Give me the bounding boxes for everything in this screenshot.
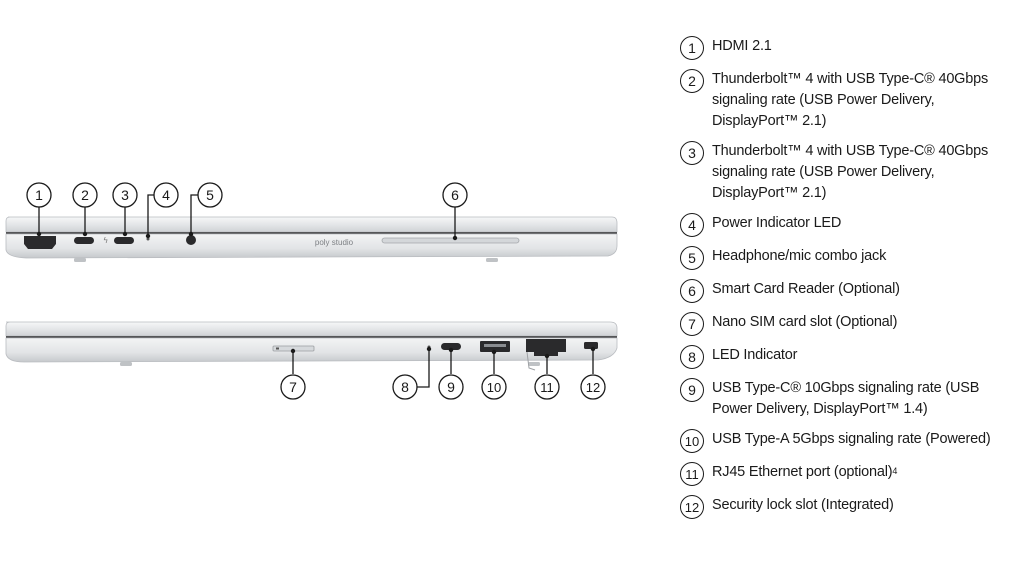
legend-number: 5: [680, 246, 704, 270]
usb-c-port: [441, 343, 461, 350]
legend-label: Security lock slot (Integrated): [712, 497, 894, 513]
left-base: [5, 233, 618, 259]
legend-number: 11: [680, 462, 704, 486]
callout-1: 1: [35, 187, 43, 203]
legend-number: 8: [680, 345, 704, 369]
legend-item-1: 1 HDMI 2.1: [676, 36, 1022, 60]
legend-item-4: 4 Power Indicator LED: [676, 213, 1022, 237]
legend-label: Smart Card Reader (Optional): [712, 281, 900, 297]
callout-7: 7: [289, 379, 297, 395]
legend-number: 1: [680, 36, 704, 60]
legend-item-3: 3 Thunderbolt™ 4 with USB Type-C® 40Gbps…: [676, 141, 1022, 204]
legend-number: 6: [680, 279, 704, 303]
thunderbolt-port-2: [114, 237, 134, 244]
callout-8: 8: [401, 379, 409, 395]
legend-label: Headphone/mic combo jack: [712, 248, 887, 264]
callout-circles: [26, 182, 606, 400]
hdmi-port: [24, 236, 56, 249]
legend-number: 7: [680, 312, 704, 336]
legend-label: Thunderbolt™ 4 with USB Type-C® 40Gbps s…: [712, 143, 989, 201]
legend-number: 12: [680, 495, 704, 519]
legend-label: USB Type-A 5Gbps signaling rate (Powered…: [712, 431, 991, 447]
callout-6: 6: [451, 187, 459, 203]
usb-a-tongue: [484, 344, 506, 347]
callout-9: 9: [447, 379, 455, 395]
legend-item-11: 11 RJ45 Ethernet port (optional)4: [676, 462, 1022, 486]
legend-label: RJ45 Ethernet port (optional)4: [712, 464, 898, 480]
legend-item-2: 2 Thunderbolt™ 4 with USB Type-C® 40Gbps…: [676, 69, 1022, 132]
port-legend: 1 HDMI 2.1 2 Thunderbolt™ 4 with USB Typ…: [676, 36, 1022, 528]
left-lid: [5, 216, 618, 233]
legend-label: USB Type-C® 10Gbps signaling rate (USB P…: [712, 380, 980, 417]
smart-card-slot: [381, 237, 520, 244]
legend-item-8: 8 LED Indicator: [676, 345, 1022, 369]
legend-number: 4: [680, 213, 704, 237]
legend-item-10: 10 USB Type-A 5Gbps signaling rate (Powe…: [676, 429, 1022, 453]
callout-4: 4: [162, 187, 170, 203]
audio-jack: [186, 235, 196, 245]
brand-label: poly studio: [315, 238, 354, 247]
callout-5: 5: [206, 187, 214, 203]
legend-label: LED Indicator: [712, 347, 798, 363]
legend-label: Thunderbolt™ 4 with USB Type-C® 40Gbps s…: [712, 71, 989, 129]
left-side-view: ϟ poly studio: [5, 216, 618, 262]
legend-item-9: 9 USB Type-C® 10Gbps signaling rate (USB…: [676, 378, 1022, 420]
thunderbolt-icon: ϟ: [103, 236, 108, 245]
right-foot-front: [120, 362, 132, 366]
legend-label: Nano SIM card slot (Optional): [712, 314, 898, 330]
sim-slot-pin: [276, 347, 279, 350]
legend-label: Power Indicator LED: [712, 215, 842, 231]
callouts: [38, 194, 594, 388]
callout-numbers: 1 2 3 4 5 6 7 8 9 10 11 12: [35, 187, 600, 395]
legend-item-6: 6 Smart Card Reader (Optional): [676, 279, 1022, 303]
callout-3: 3: [121, 187, 129, 203]
legend-item-7: 7 Nano SIM card slot (Optional): [676, 312, 1022, 336]
left-foot-front: [74, 258, 86, 262]
laptop-side-views-diagram: ϟ poly studio: [5, 182, 618, 400]
callout-markers: [36, 231, 596, 359]
power-led: [146, 237, 150, 241]
right-lid: [5, 321, 618, 337]
legend-number: 10: [680, 429, 704, 453]
right-foot-rear: [528, 362, 540, 366]
legend-number: 2: [680, 69, 704, 93]
callout-12: 12: [586, 380, 600, 395]
legend-item-12: 12 Security lock slot (Integrated): [676, 495, 1022, 519]
security-lock-slot: [584, 342, 598, 349]
right-side-view: [5, 321, 618, 371]
legend-number: 3: [680, 141, 704, 165]
rj45-jaw: [526, 351, 536, 371]
legend-label: HDMI 2.1: [712, 38, 772, 54]
left-foot-rear: [486, 258, 498, 262]
legend-number: 9: [680, 378, 704, 402]
callout-10: 10: [487, 380, 501, 395]
thunderbolt-port-1: [74, 237, 94, 244]
legend-item-5: 5 Headphone/mic combo jack: [676, 246, 1022, 270]
rj45-port: [526, 339, 566, 356]
callout-11: 11: [540, 380, 554, 395]
callout-2: 2: [81, 187, 89, 203]
